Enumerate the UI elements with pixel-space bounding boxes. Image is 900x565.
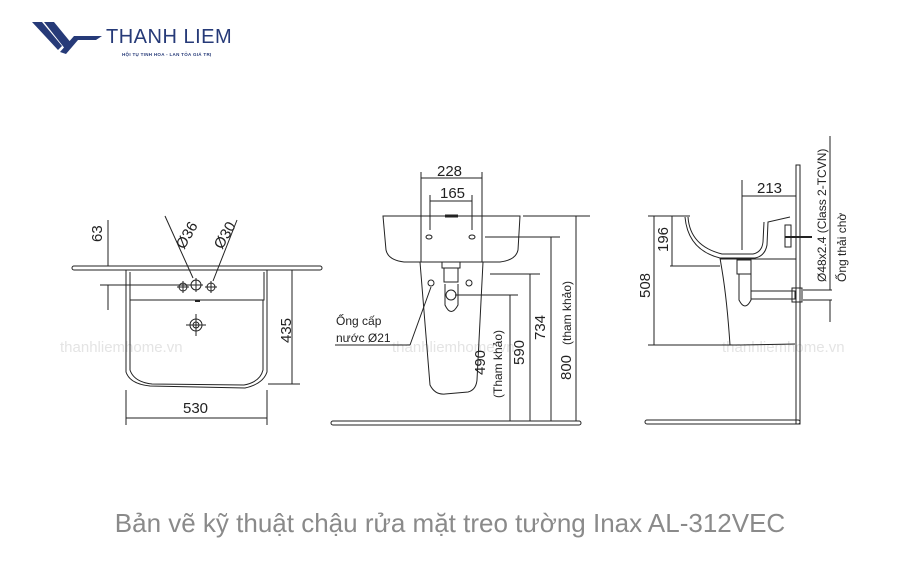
watermark-1: thanhliemhome.vn — [60, 339, 183, 356]
dim-165: 165 — [440, 185, 465, 202]
dim-diameter-36: Ø36 — [173, 219, 202, 252]
brand-logo: THANH LIEM HỘI TỤ TINH HOA - LAN TỎA GIÁ… — [30, 18, 250, 63]
front-view — [330, 172, 590, 426]
dim-196: 196 — [655, 227, 672, 252]
dim-228: 228 — [437, 163, 462, 180]
dim-435: 435 — [278, 318, 295, 343]
side-view — [644, 136, 832, 425]
dim-530: 530 — [183, 400, 208, 417]
watermark-2: thanhliemhome.vn — [392, 339, 515, 356]
supply-pipe-label-2: nước Ø21 — [336, 331, 391, 345]
dim-734: 734 — [532, 315, 549, 340]
top-view — [71, 215, 323, 425]
dim-490: 490 — [472, 350, 489, 375]
dim-490-note: (Tham khảo) — [491, 330, 505, 398]
drain-pipe-spec-label: Ø48x2.4 (Class 2-TCVN) — [815, 149, 829, 282]
dim-63: 63 — [89, 225, 106, 242]
dim-508: 508 — [637, 273, 654, 298]
watermark-3: thanhliemhome.vn — [722, 339, 845, 356]
dim-800: 800 — [558, 355, 575, 380]
dim-800-note: (tham khảo) — [560, 281, 574, 345]
drain-pipe-label: Ống thải chờ — [834, 213, 849, 282]
drawing-caption: Bản vẽ kỹ thuật chậu rửa mặt treo tường … — [114, 508, 786, 538]
supply-pipe-label-1: Ống cấp — [336, 313, 382, 328]
dim-213: 213 — [757, 180, 782, 197]
dim-590: 590 — [511, 340, 528, 365]
logo-mark-icon — [32, 22, 102, 54]
logo-slogan: HỘI TỤ TINH HOA - LAN TỎA GIÁ TRỊ — [122, 52, 212, 57]
logo-name: THANH LIEM — [106, 26, 233, 48]
